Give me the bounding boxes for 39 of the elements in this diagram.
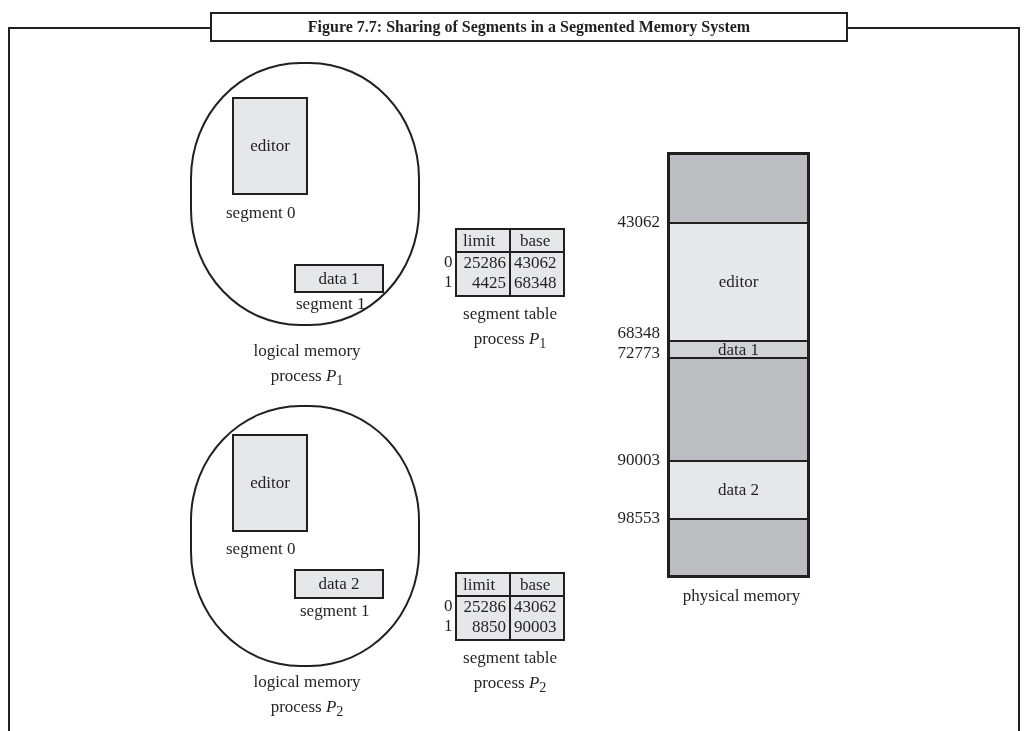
address-label: 90003: [616, 450, 660, 470]
address-label: 98553: [616, 508, 660, 528]
row-index: 1: [444, 616, 453, 636]
segment-box: data 1: [294, 264, 384, 293]
memory-segment: data 2: [670, 460, 807, 518]
segment-label: segment 0: [226, 203, 296, 223]
address-label: 68348: [616, 323, 660, 343]
segment-box: editor: [232, 97, 308, 195]
segment-label: segment 1: [300, 601, 370, 621]
address-label: 43062: [616, 212, 660, 232]
memory-caption: physical memory: [681, 585, 802, 607]
table-caption: segment table process P$_{2}$: [462, 647, 558, 698]
memory-band: [670, 155, 807, 222]
memory-band: [670, 357, 807, 460]
segment-box: data 2: [294, 569, 384, 599]
memory-band: [670, 518, 807, 575]
table-value: 68348: [514, 273, 557, 293]
row-index: 1: [444, 272, 453, 292]
table-value: 90003: [514, 617, 557, 637]
figure-title: Figure 7.7: Sharing of Segments in a Segmented Memory System: [210, 12, 848, 42]
table-value: 25286: [463, 597, 506, 617]
table-header-cell: base: [509, 228, 565, 253]
table-value: 25286: [463, 253, 506, 273]
table-value: 4425: [472, 273, 506, 293]
segment-label: segment 0: [226, 539, 296, 559]
table-caption: segment table process P$_{1}$: [462, 303, 558, 354]
memory-caption: logical memory process P$_{1}$: [252, 340, 362, 391]
table-value: 43062: [514, 597, 557, 617]
memory-caption: logical memory process P$_{2}$: [252, 671, 362, 722]
memory-segment: editor: [670, 222, 807, 340]
segment-label: segment 1: [296, 294, 366, 314]
row-index: 0: [444, 252, 453, 272]
row-index: 0: [444, 596, 453, 616]
table-value: 8850: [472, 617, 506, 637]
table-value: 43062: [514, 253, 557, 273]
table-header-cell: base: [509, 572, 565, 597]
address-label: 72773: [616, 343, 660, 363]
segment-box: editor: [232, 434, 308, 532]
memory-segment: data 1: [670, 340, 807, 357]
